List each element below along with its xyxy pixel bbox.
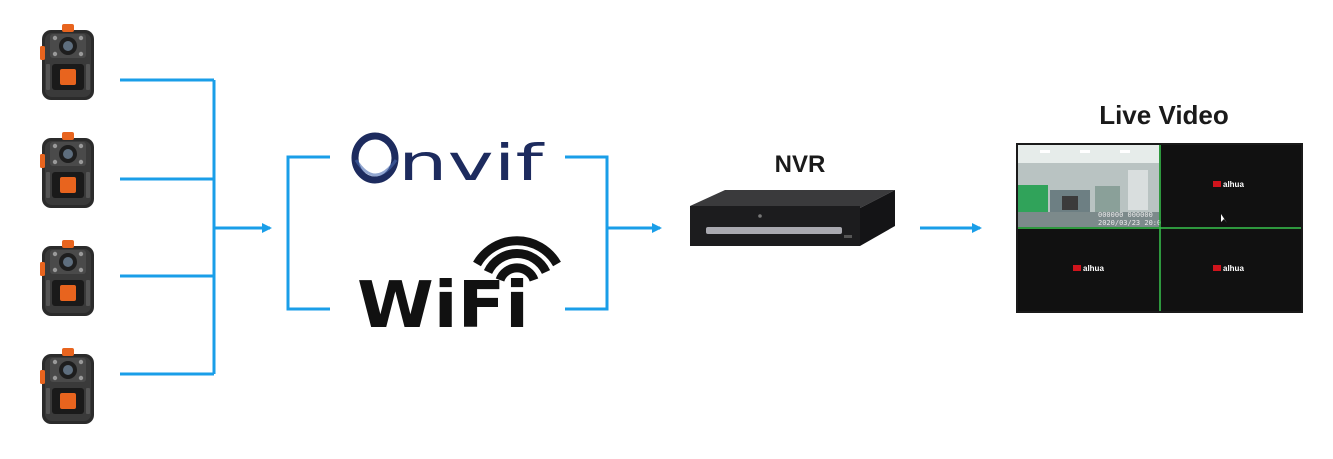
panel-brand-logo-4: alhua [1213, 264, 1244, 273]
panel-brand-logo-3: alhua [1073, 264, 1104, 273]
panel-brand-logo-2: alhua [1213, 180, 1244, 189]
live-video-label: Live Video [1099, 100, 1229, 130]
svg-text:alhua: alhua [1083, 264, 1104, 273]
empty-panel-3 [1018, 229, 1159, 311]
feed-osd-line-1: 000000 000000 [1098, 211, 1153, 219]
live-feed-panel: 000000 000000 2020/03/23 20:00 [1018, 145, 1165, 227]
svg-text:alhua: alhua [1223, 264, 1244, 273]
wifi-logo-text: WiFi [357, 269, 529, 343]
empty-panel-2 [1161, 145, 1301, 227]
onvif-logo-text: nvif [398, 134, 545, 192]
body-camera-3 [40, 240, 94, 316]
svg-text:alhua: alhua [1223, 180, 1244, 189]
empty-panel-4 [1161, 229, 1301, 311]
camera-connector-tree [120, 78, 272, 376]
feed-osd-line-2: 2020/03/23 20:00 [1098, 219, 1165, 227]
onvif-logo-icon: nvif [351, 132, 545, 192]
nvr-recorder-icon [690, 190, 895, 246]
body-camera-1 [40, 24, 94, 100]
protocol-brackets [286, 155, 662, 311]
live-video-monitor: 000000 000000 2020/03/23 20:00 alhua alh… [1016, 143, 1303, 313]
nvr-label: NVR [775, 151, 826, 178]
body-camera-2 [40, 132, 94, 208]
body-camera-4 [40, 348, 94, 424]
mouse-cursor-icon [1221, 214, 1227, 223]
wifi-logo-icon: WiFi [357, 236, 561, 343]
